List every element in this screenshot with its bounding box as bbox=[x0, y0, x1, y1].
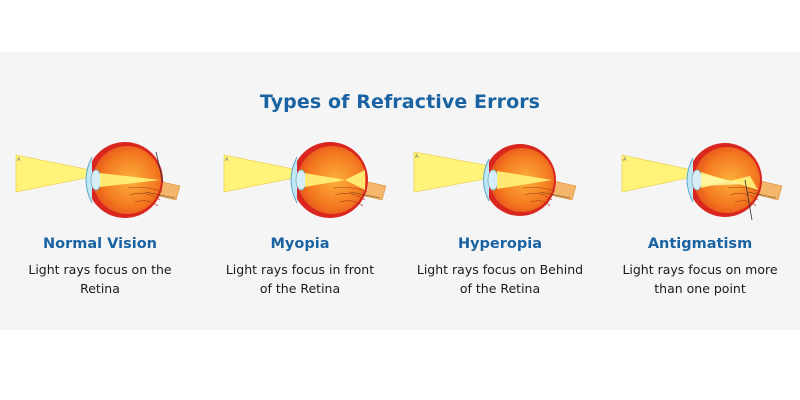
card-description: Light rays focus on the Retina bbox=[28, 262, 172, 296]
card-astigmatism: A Antigmatism Light rays focus on more t… bbox=[600, 140, 800, 300]
light-beam bbox=[15, 154, 91, 193]
svg-text:A: A bbox=[415, 154, 419, 160]
card-label: Myopia bbox=[270, 236, 330, 252]
lens bbox=[295, 169, 307, 191]
page-title: Types of Refractive Errors bbox=[259, 91, 541, 113]
eye-diagram-normal: A bbox=[15, 142, 181, 218]
lens bbox=[487, 169, 499, 191]
light-beam bbox=[413, 151, 491, 193]
eye-diagram-astigmatism: A bbox=[621, 143, 783, 221]
light-beam bbox=[223, 154, 299, 193]
lens bbox=[691, 169, 703, 191]
svg-text:A: A bbox=[17, 157, 21, 163]
card-normal-vision: A Normal Vision Light rays focus on the … bbox=[0, 140, 200, 300]
card-hyperopia: A Hyperopia Light rays focus on Behind o… bbox=[400, 140, 600, 300]
lens bbox=[90, 169, 102, 191]
eye-diagram-myopia: A bbox=[223, 142, 387, 218]
card-myopia: A Myopia Light rays focus in front of th… bbox=[200, 140, 400, 300]
card-description: Light rays focus on more than one point bbox=[622, 262, 778, 296]
card-description: Light rays focus in front of the Retina bbox=[225, 262, 375, 296]
card-label: Antigmatism bbox=[647, 236, 753, 252]
svg-text:A: A bbox=[225, 157, 229, 163]
eye-diagram-hyperopia: A bbox=[413, 144, 577, 216]
light-beam bbox=[621, 154, 693, 193]
svg-text:A: A bbox=[623, 157, 627, 163]
card-label: Hyperopia bbox=[457, 236, 543, 252]
card-label: Normal Vision bbox=[43, 236, 157, 252]
card-description: Light rays focus on Behind of the Retina bbox=[416, 262, 584, 296]
